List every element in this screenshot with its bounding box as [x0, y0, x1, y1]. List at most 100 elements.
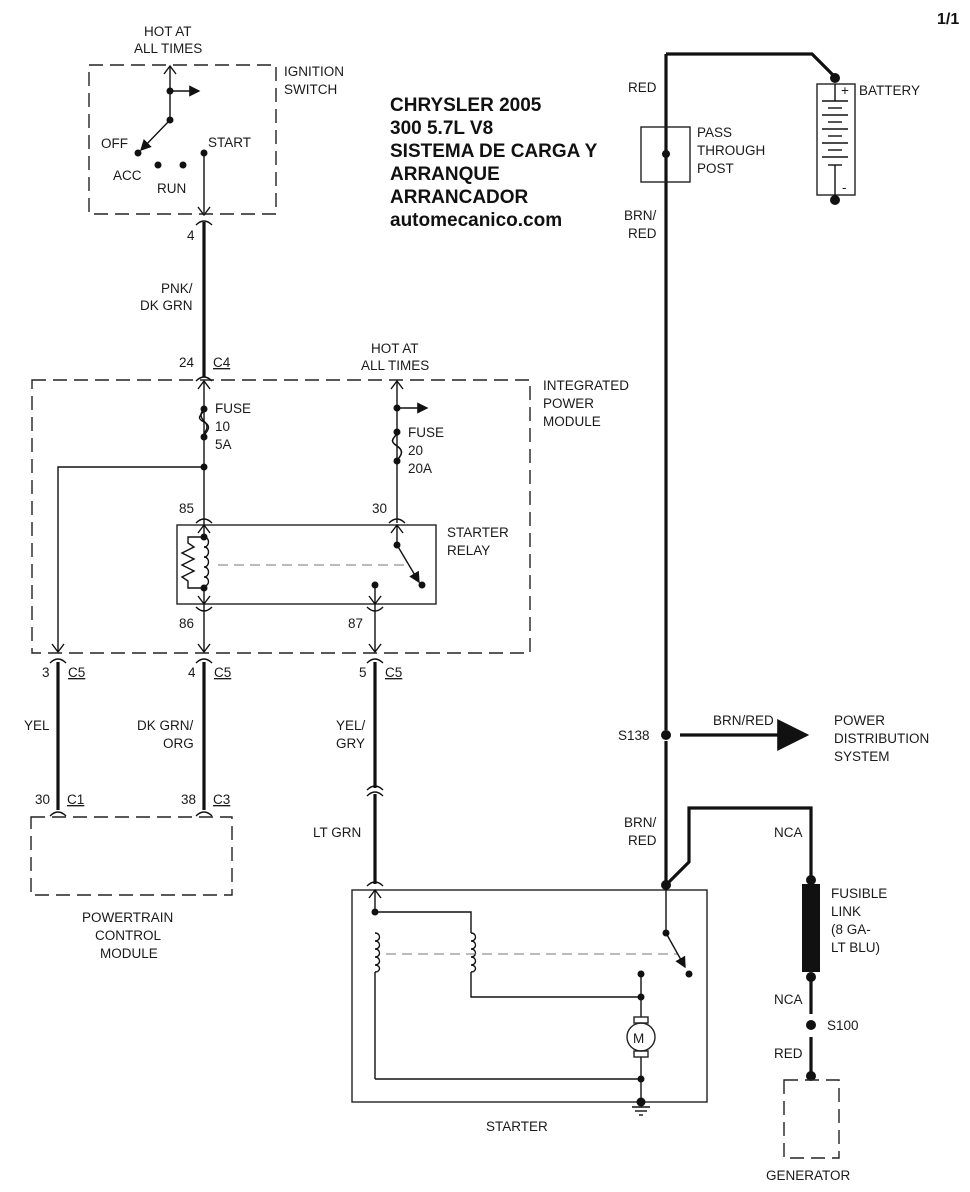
- ipm-name-3: MODULE: [543, 414, 601, 429]
- relay-pin-86: 86: [179, 616, 194, 631]
- integrated-power-module: INTEGRATED POWER MODULE FUSE 10 5A 85 ST…: [31, 341, 629, 654]
- ignition-switch: HOT AT ALL TIMES IGNITION SWITCH OFF ACC…: [88, 24, 344, 243]
- ign-hot-label-1: HOT AT: [144, 24, 192, 39]
- c5-connectors: 3 C5 4 C5 5 C5: [42, 658, 402, 680]
- fuse-10-icon: [198, 410, 210, 436]
- fusible-link: FUSIBLE LINK (8 GA- LT BLU): [802, 875, 887, 982]
- pds-name-1: POWER: [834, 713, 885, 728]
- wire-color-red-top: RED: [628, 80, 657, 95]
- wire-color-nca-2: NCA: [774, 992, 803, 1007]
- ipm-hot-label-2: ALL TIMES: [361, 358, 429, 373]
- wire-color-dkgrn-org-1: DK GRN/: [137, 718, 194, 733]
- pcm-pin-38: 38: [181, 792, 196, 807]
- c5-conn-5: C5: [385, 665, 402, 680]
- title-line-1: CHRYSLER 2005: [390, 95, 542, 116]
- ign-name-1: IGNITION: [284, 64, 344, 79]
- wire-red-battery: [666, 52, 837, 79]
- splice-s100: S100: [806, 1018, 859, 1033]
- relay-resistor-icon: [180, 536, 204, 589]
- ipm-input-conn: C4: [213, 355, 231, 370]
- c5-pin-5: 5: [359, 665, 367, 680]
- ign-hot-label-2: ALL TIMES: [134, 41, 202, 56]
- title-website: automecanico.com: [390, 210, 562, 231]
- s138-label: S138: [618, 728, 650, 743]
- input-arrow-icon: [163, 64, 177, 75]
- pos-acc: ACC: [113, 168, 142, 183]
- wire-color-brn-red-pds: BRN/RED: [713, 713, 774, 728]
- wire-color-brn-1: BRN/: [624, 208, 657, 223]
- generator-name: GENERATOR: [766, 1168, 851, 1183]
- starter-name: STARTER: [486, 1119, 548, 1134]
- ipm-hot-label-1: HOT AT: [371, 341, 419, 356]
- fuse20-number: 20: [408, 443, 423, 458]
- ipm-name-1: INTEGRATED: [543, 378, 629, 393]
- fuse10-rating: 5A: [215, 437, 232, 452]
- pull-in-coil-icon: [374, 932, 381, 973]
- fl-name-2: LINK: [831, 904, 861, 919]
- wire-color-yel-gry-1: YEL/: [336, 718, 366, 733]
- pcm-name-1: POWERTRAIN: [82, 910, 173, 925]
- c5-pin-3: 3: [42, 665, 50, 680]
- pds-name-2: DISTRIBUTION: [834, 731, 929, 746]
- ign-name-2: SWITCH: [284, 82, 337, 97]
- wire-color-lt-grn: LT GRN: [313, 825, 361, 840]
- generator: GENERATOR: [766, 1071, 851, 1183]
- title-line-5: ARRANCADOR: [390, 187, 529, 208]
- wire-color-red-1: RED: [628, 226, 657, 241]
- ipm-box: [31, 379, 531, 654]
- relay-coil-icon: [203, 536, 210, 587]
- fl-name-3: (8 GA-: [831, 922, 871, 937]
- wire-color-yel-gry-2: GRY: [336, 736, 365, 751]
- inline-connector-icon: [366, 785, 384, 791]
- ignition-switch-box: [88, 64, 277, 215]
- pcm-name-2: CONTROL: [95, 928, 161, 943]
- ipm-input-pin: 24: [179, 355, 195, 370]
- relay-pin-30: 30: [372, 501, 387, 516]
- generator-box: [783, 1079, 840, 1159]
- wire-color-pnk: PNK/: [161, 281, 193, 296]
- fuse10-label: FUSE: [215, 401, 251, 416]
- wire-color-red-2: RED: [628, 833, 657, 848]
- pcm-box: [30, 816, 233, 896]
- fuse10-number: 10: [215, 419, 230, 434]
- ptp-name-3: POST: [697, 161, 734, 176]
- wire-color-red-gen: RED: [774, 1046, 803, 1061]
- c5-pin-4: 4: [188, 665, 196, 680]
- pds-name-3: SYSTEM: [834, 749, 890, 764]
- battery-cells-icon: [822, 100, 848, 166]
- wire-nca-upper: [664, 806, 813, 887]
- relay-name-1: STARTER: [447, 525, 509, 540]
- fusible-link-icon: [802, 884, 820, 972]
- relay-switch-blade-icon: [396, 544, 420, 584]
- wire-color-dkgrn-org-2: ORG: [163, 736, 194, 751]
- wire-color-yel: YEL: [24, 718, 50, 733]
- starter-box: [351, 889, 708, 1103]
- title-line-4: ARRANQUE: [390, 164, 500, 185]
- s100-label: S100: [827, 1018, 859, 1033]
- splice-s138: S138: [618, 728, 671, 743]
- title-line-3: SISTEMA DE CARGA Y: [390, 141, 598, 162]
- ground-icon: [632, 1106, 650, 1116]
- battery: + - BATTERY: [816, 73, 920, 205]
- battery-box: [816, 83, 856, 196]
- solenoid-contact-icon: [665, 932, 686, 969]
- title-line-2: 300 5.7L V8: [390, 118, 493, 139]
- relay-pin-85: 85: [179, 501, 194, 516]
- relay-name-2: RELAY: [447, 543, 490, 558]
- c5-conn-4: C5: [214, 665, 231, 680]
- c5-conn-3: C5: [68, 665, 85, 680]
- switch-blade-icon: [140, 119, 171, 152]
- wire-color-nca-1: NCA: [774, 825, 803, 840]
- wire-color-dkgrn: DK GRN: [140, 298, 193, 313]
- fuse20-rating: 20A: [408, 461, 432, 476]
- hold-in-coil-icon: [470, 932, 477, 973]
- ptp-name-1: PASS: [697, 125, 732, 140]
- title-block: CHRYSLER 2005 300 5.7L V8 SISTEMA DE CAR…: [390, 95, 598, 231]
- ign-pin-4: 4: [187, 228, 195, 243]
- powertrain-control-module: 30 C1 38 C3 POWERTRAIN CONTROL MODULE: [30, 792, 233, 961]
- pass-through-post: PASS THROUGH POST: [640, 125, 765, 183]
- battery-name: BATTERY: [859, 83, 920, 98]
- fuse-20-icon: [391, 433, 403, 461]
- fl-name-4: LT BLU): [831, 940, 880, 955]
- relay-pin-87: 87: [348, 616, 363, 631]
